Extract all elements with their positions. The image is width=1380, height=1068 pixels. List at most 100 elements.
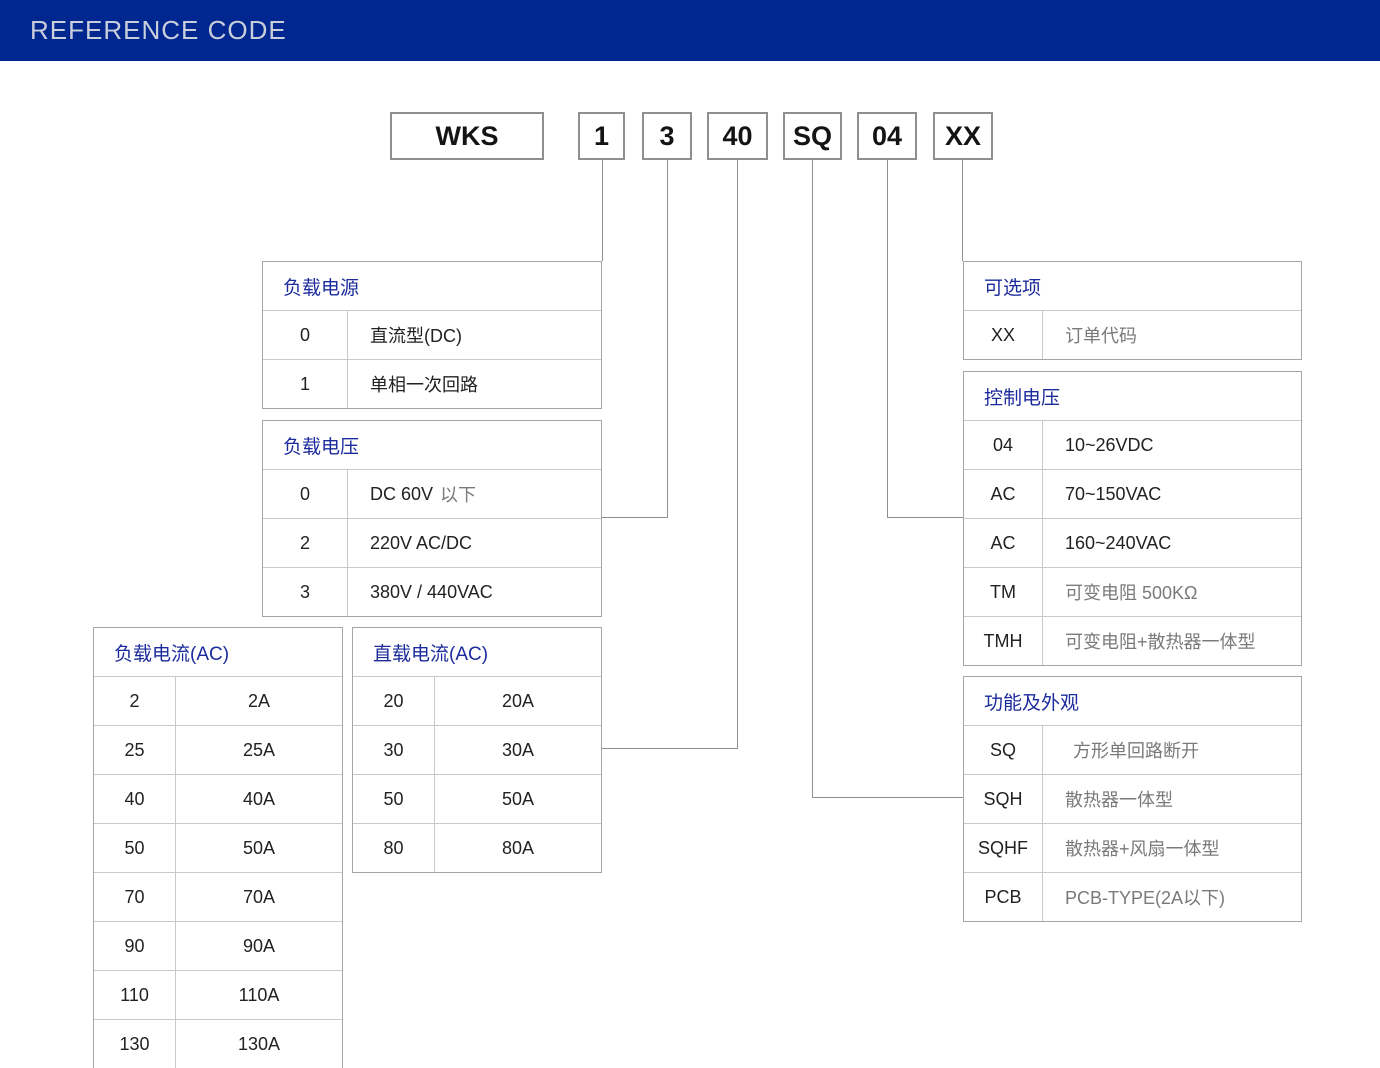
code-cell: SQH <box>964 775 1043 823</box>
code-cell: 2 <box>94 677 176 725</box>
code-cell: 0 <box>263 311 348 359</box>
table-row: 1 单相一次回路 <box>263 360 601 408</box>
code-box-sq: SQ <box>783 112 842 160</box>
desc-cell: 130A <box>237 1033 281 1054</box>
load-power-table-title: 负载电源 <box>263 262 601 311</box>
connector-line-xx <box>962 160 963 261</box>
code-cell: 50 <box>94 824 176 872</box>
table-row: SQ 方形单回路断开 <box>964 726 1301 775</box>
load-current-ac-table: 负载电流(AC) 2 2A 25 25A 40 40A 50 50A 70 70… <box>93 627 343 1068</box>
desc-cell: 30A <box>501 739 535 760</box>
control-voltage-table: 控制电压 04 10~26VDC AC 70~150VAC AC 160~240… <box>963 371 1302 666</box>
code-cell: TM <box>964 568 1043 616</box>
code-box-1: 1 <box>578 112 625 160</box>
desc-cell: 10~26VDC <box>1065 434 1154 455</box>
code-cell: 1 <box>263 360 348 408</box>
table-row: PCB PCB-TYPE(2A以下) <box>964 873 1301 921</box>
connector-line-sq <box>812 797 963 798</box>
table-row: SQH 散热器一体型 <box>964 775 1301 824</box>
desc-cell: 20A <box>501 690 535 711</box>
code-box-3: 3 <box>642 112 692 160</box>
control-voltage-table-title: 控制电压 <box>964 372 1301 421</box>
table-row: 110 110A <box>94 971 342 1020</box>
connector-line-1 <box>602 160 603 261</box>
code-cell: 25 <box>94 726 176 774</box>
connector-line-3 <box>667 160 668 518</box>
table-row: 130 130A <box>94 1020 342 1068</box>
connector-line-40 <box>602 748 737 749</box>
code-box-40: 40 <box>707 112 768 160</box>
load-voltage-table: 负载电压 0 DC 60V 以下 2 220V AC/DC 3 380V / 4… <box>262 420 602 617</box>
table-row: 50 50A <box>94 824 342 873</box>
function-appearance-table: 功能及外观 SQ 方形单回路断开 SQH 散热器一体型 SQHF 散热器+风扇一… <box>963 676 1302 922</box>
table-row: 2 2A <box>94 677 342 726</box>
code-box-xx: XX <box>933 112 993 160</box>
code-cell: 0 <box>263 470 348 518</box>
desc-cell: 25A <box>242 739 276 760</box>
connector-line-04 <box>887 517 963 518</box>
table-row: AC 70~150VAC <box>964 470 1301 519</box>
table-row: 04 10~26VDC <box>964 421 1301 470</box>
code-cell: 2 <box>263 519 348 567</box>
code-cell: XX <box>964 311 1043 359</box>
code-cell: AC <box>964 470 1043 518</box>
table-row: 30 30A <box>353 726 601 775</box>
page-title: REFERENCE CODE <box>30 15 287 45</box>
desc-cell: 70A <box>242 886 276 907</box>
direct-current-ac-table: 直载电流(AC) 20 20A 30 30A 50 50A 80 80A <box>352 627 602 873</box>
table-row: 3 380V / 440VAC <box>263 568 601 616</box>
desc-cell: 70~150VAC <box>1065 483 1162 504</box>
load-voltage-table-title: 负载电压 <box>263 421 601 470</box>
table-row: 40 40A <box>94 775 342 824</box>
code-cell: 04 <box>964 421 1043 469</box>
table-row: AC 160~240VAC <box>964 519 1301 568</box>
desc-cell: 可变电阻+散热器一体型 <box>1065 632 1256 652</box>
desc-cell: 50A <box>242 837 276 858</box>
desc-cell: DC 60V 以下 <box>348 470 601 518</box>
table-row: 2 220V AC/DC <box>263 519 601 568</box>
code-cell: 20 <box>353 677 435 725</box>
desc-cell: 110A <box>238 984 280 1005</box>
code-cell: 130 <box>94 1020 176 1068</box>
table-row: 90 90A <box>94 922 342 971</box>
desc-cell: 80A <box>501 837 535 858</box>
code-cell: SQ <box>964 726 1043 774</box>
desc-cell: 40A <box>242 788 276 809</box>
table-row: 20 20A <box>353 677 601 726</box>
table-row: SQHF 散热器+风扇一体型 <box>964 824 1301 873</box>
connector-line-40 <box>737 160 738 749</box>
desc-cell: 160~240VAC <box>1065 532 1172 553</box>
code-cell: 90 <box>94 922 176 970</box>
table-row: XX 订单代码 <box>964 311 1301 359</box>
table-row: 70 70A <box>94 873 342 922</box>
connector-line-04 <box>887 160 888 518</box>
load-power-table: 负载电源 0 直流型(DC) 1 单相一次回路 <box>262 261 602 409</box>
connector-line-3 <box>602 517 667 518</box>
desc-text-suffix: 以下 <box>440 485 477 505</box>
code-cell: 70 <box>94 873 176 921</box>
desc-cell: 单相一次回路 <box>370 375 478 395</box>
function-appearance-table-title: 功能及外观 <box>964 677 1301 726</box>
code-cell: 40 <box>94 775 176 823</box>
optional-table: 可选项 XX 订单代码 <box>963 261 1302 360</box>
connector-line-sq <box>812 160 813 798</box>
code-cell: 30 <box>353 726 435 774</box>
code-cell: 50 <box>353 775 435 823</box>
code-box-04: 04 <box>857 112 917 160</box>
desc-cell: 散热器一体型 <box>1065 790 1173 810</box>
table-row: 80 80A <box>353 824 601 872</box>
desc-cell: 散热器+风扇一体型 <box>1065 839 1220 859</box>
desc-cell: 2A <box>247 690 271 711</box>
desc-cell: 50A <box>501 788 535 809</box>
table-row: 0 直流型(DC) <box>263 311 601 360</box>
desc-cell: PCB-TYPE(2A以下) <box>1065 888 1226 908</box>
table-row: 50 50A <box>353 775 601 824</box>
desc-cell: 直流型(DC) <box>370 326 462 346</box>
table-row: TMH 可变电阻+散热器一体型 <box>964 617 1301 665</box>
load-current-ac-table-title: 负载电流(AC) <box>94 628 342 677</box>
code-cell: 3 <box>263 568 348 616</box>
desc-cell: 380V / 440VAC <box>370 581 493 602</box>
code-box-wks: WKS <box>390 112 544 160</box>
code-cell: AC <box>964 519 1043 567</box>
desc-cell: 可变电阻 500KΩ <box>1065 583 1198 603</box>
